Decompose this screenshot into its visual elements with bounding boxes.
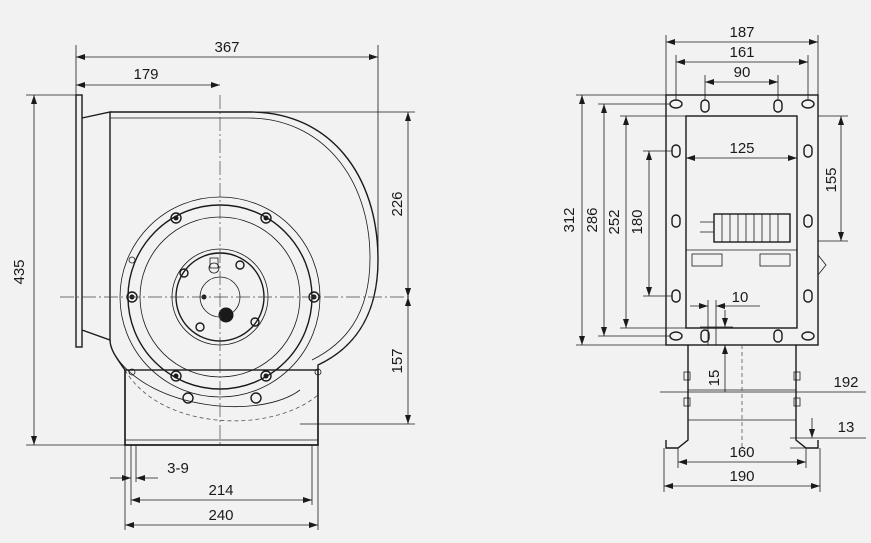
- dim-height-holes-outer: 286: [584, 207, 601, 232]
- dim-base-holes: 160: [729, 444, 754, 461]
- dim-base-width: 190: [729, 468, 754, 485]
- dim-flange-holes-inner: 90: [734, 64, 751, 81]
- dim-foot-holes: 214: [208, 482, 233, 499]
- dim-height-opening: 252: [606, 209, 623, 234]
- side-view: 367 179 435 226 157 3-9 214 240: [11, 39, 415, 530]
- dim-upper-height: 226: [389, 191, 406, 216]
- dim-flange-holes-outer: 161: [729, 44, 754, 61]
- dim-center-offset: 179: [133, 66, 158, 83]
- dim-flange-width: 187: [729, 24, 754, 41]
- dim-foot-width: 240: [208, 507, 233, 524]
- dim-height-total: 312: [561, 207, 578, 232]
- dim-right-height: 155: [823, 167, 840, 192]
- dim-depth: 192: [833, 374, 858, 391]
- dim-foot-thickness: 13: [838, 419, 855, 436]
- dim-foot-slot: 3-9: [167, 460, 189, 477]
- dim-overall-height: 435: [11, 259, 28, 284]
- front-view: 187 161 90 125 312 286 252 180: [561, 24, 866, 492]
- dim-height-holes-inner: 180: [629, 209, 646, 234]
- dim-opening-width: 125: [729, 140, 754, 157]
- dim-slot: 10: [732, 289, 749, 306]
- dim-overall-width: 367: [214, 39, 239, 56]
- dim-lower-height: 157: [389, 348, 406, 373]
- bolt-holes: [126, 212, 322, 404]
- dim-foot-offset: 15: [706, 370, 723, 387]
